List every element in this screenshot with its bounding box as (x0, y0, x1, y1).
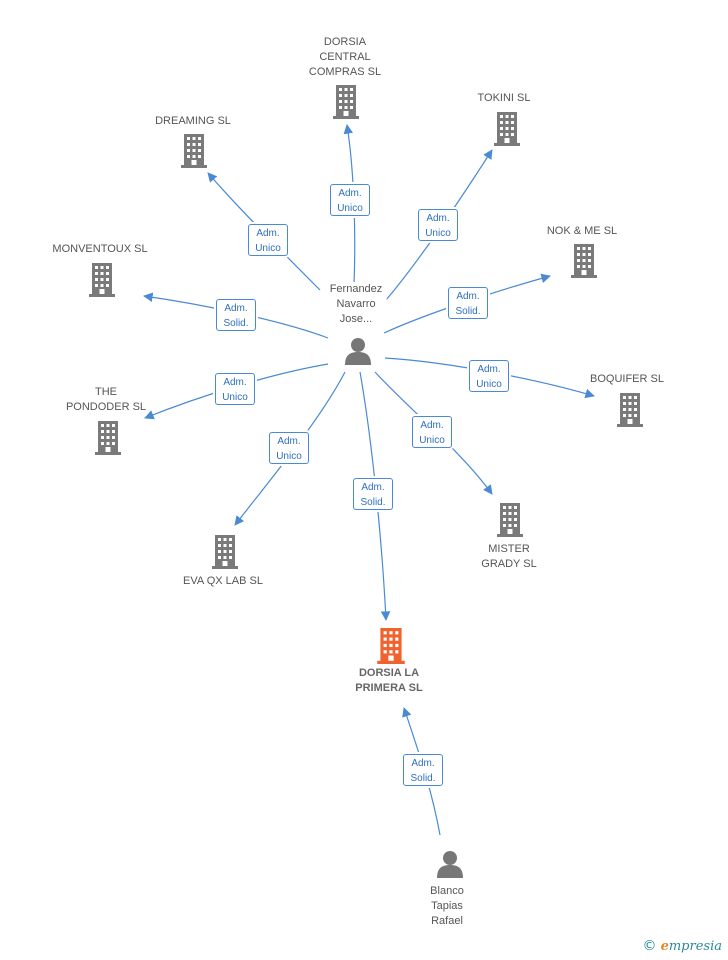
copyright-symbol: © (642, 938, 657, 954)
edge-label-dorsia-la-primera: Adm. Solid. (353, 478, 393, 510)
building-icon[interactable] (617, 393, 643, 427)
building-icon[interactable] (571, 244, 597, 278)
edge-label-monventoux: Adm. Solid. (216, 299, 256, 331)
center-person-label[interactable]: Fernandez Navarro Jose... (325, 282, 387, 327)
edge-label-boquifer: Adm. Unico (469, 360, 509, 392)
second-person-label[interactable]: Blanco Tapias Rafael (430, 885, 464, 927)
building-icon[interactable] (95, 421, 121, 455)
person-icon[interactable] (345, 338, 371, 365)
empresia-logo[interactable]: © empresia (642, 938, 722, 954)
main-building-icon[interactable] (377, 628, 405, 664)
edge-label-tokini: Adm. Unico (418, 209, 458, 241)
company-label-monventoux[interactable]: MONVENTOUX SL (52, 243, 148, 255)
person-icon[interactable] (437, 851, 463, 878)
edge-label-mister-grady: Adm. Unico (412, 416, 452, 448)
edge-label-the-pondoder: Adm. Unico (215, 373, 255, 405)
company-label-dreaming[interactable]: DREAMING SL (155, 115, 231, 127)
edge-label-blanco-tapias: Adm. Solid. (403, 754, 443, 786)
company-label-tokini[interactable]: TOKINI SL (477, 92, 531, 104)
building-icon[interactable] (89, 263, 115, 297)
main-company-label[interactable]: DORSIA LA PRIMERA SL (355, 667, 423, 694)
company-label-the-pondoder[interactable]: THE PONDODER SL (65, 386, 147, 413)
company-label-boquifer[interactable]: BOQUIFER SL (590, 373, 664, 385)
edge-label-nok-me: Adm. Solid. (448, 287, 488, 319)
building-icon[interactable] (494, 112, 520, 146)
building-icon[interactable] (181, 134, 207, 168)
building-icon[interactable] (497, 503, 523, 537)
building-icon[interactable] (212, 535, 238, 569)
brand-initial: e (660, 939, 669, 954)
company-label-mister-grady[interactable]: MISTER GRADY SL (481, 543, 537, 570)
brand-name: mpresia (668, 939, 722, 954)
edge-label-dorsia-central-compras: Adm. Unico (330, 184, 370, 216)
edge-label-dreaming: Adm. Unico (248, 224, 288, 256)
company-label-nok-me[interactable]: NOK & ME SL (546, 225, 618, 237)
edge-label-eva-qx-lab: Adm. Unico (269, 432, 309, 464)
company-label-eva-qx-lab[interactable]: EVA QX LAB SL (183, 575, 263, 587)
building-icon[interactable] (333, 85, 359, 119)
company-label-dorsia-central-compras[interactable]: DORSIA CENTRAL COMPRAS SL (308, 36, 382, 78)
